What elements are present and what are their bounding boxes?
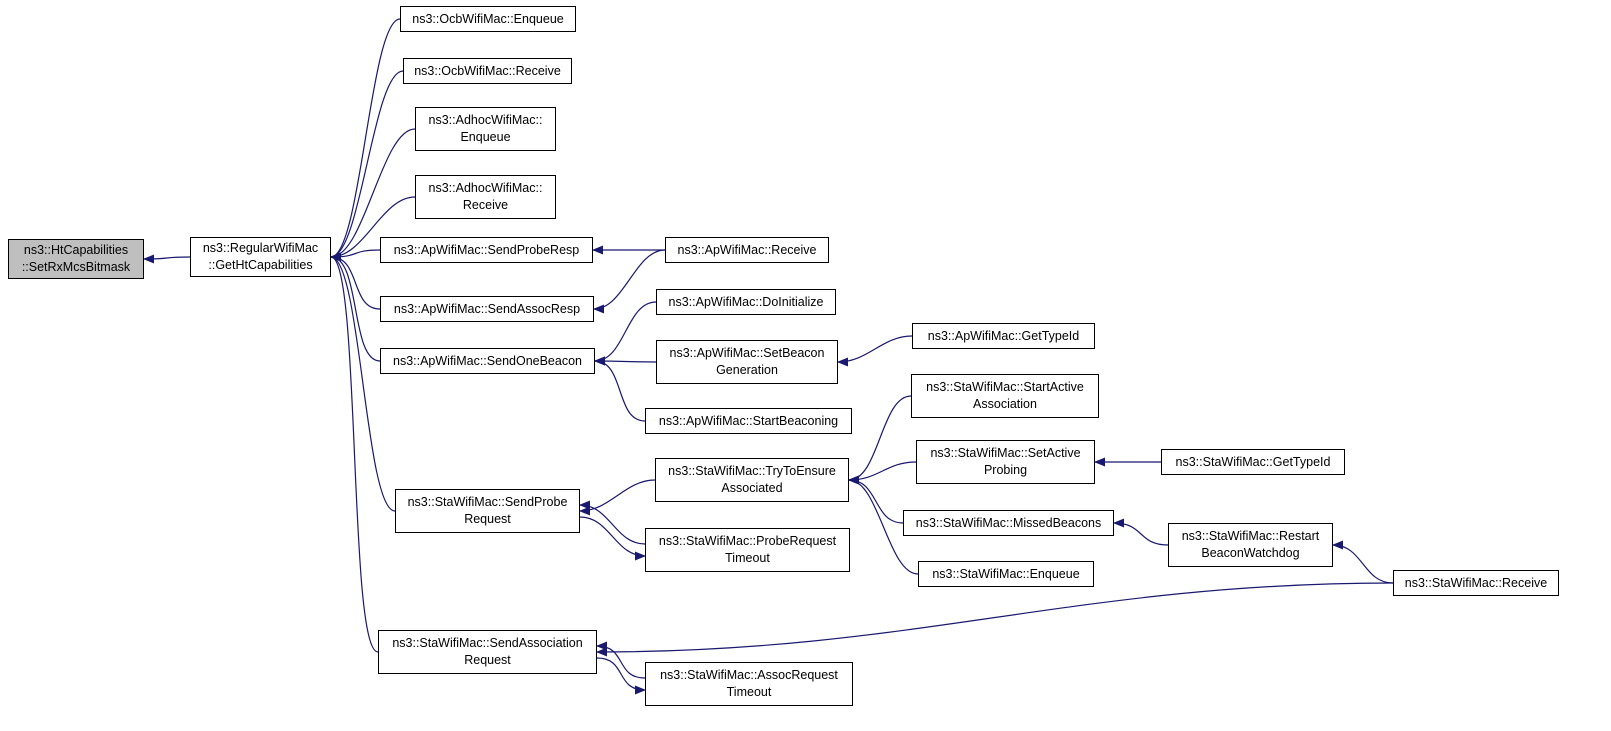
node-ocb-enqueue[interactable]: ns3::OcbWifiMac::Enqueue: [400, 6, 576, 32]
node-adhoc-receive[interactable]: ns3::AdhocWifiMac:: Receive: [415, 175, 556, 219]
node-sta-missed-beacons[interactable]: ns3::StaWifiMac::MissedBeacons: [903, 510, 1114, 536]
edge-ap-get-type-id-to-ap-set-beacon-generation: [837, 335, 913, 367]
node-ap-get-type-id[interactable]: ns3::ApWifiMac::GetTypeId: [912, 323, 1095, 349]
edge-adhoc-enqueue-to-regular-get-ht-capabilities: [330, 128, 416, 262]
edge-regular-get-ht-capabilities-to-ht-set-rx-mcs-bitmask: [143, 254, 191, 264]
node-sta-get-type-id[interactable]: ns3::StaWifiMac::GetTypeId: [1161, 449, 1345, 475]
node-sta-send-association-request[interactable]: ns3::StaWifiMac::SendAssociation Request: [378, 630, 597, 674]
edge-sta-missed-beacons-to-sta-try-to-ensure-associated: [848, 475, 904, 524]
edge-sta-probe-request-timeout-to-sta-send-probe-request: [579, 500, 646, 545]
edge-adhoc-receive-to-regular-get-ht-capabilities: [330, 196, 416, 262]
edge-ap-send-one-beacon-to-regular-get-ht-capabilities: [330, 252, 381, 362]
edge-ap-start-beaconing-to-ap-send-one-beacon: [594, 356, 646, 422]
node-sta-assoc-request-timeout[interactable]: ns3::StaWifiMac::AssocRequest Timeout: [645, 662, 853, 706]
edge-sta-try-to-ensure-associated-to-sta-send-probe-request: [579, 479, 656, 516]
edge-ocb-enqueue-to-regular-get-ht-capabilities: [330, 18, 401, 262]
edge-ap-set-beacon-generation-to-ap-send-one-beacon: [594, 356, 657, 366]
node-ap-send-probe-resp[interactable]: ns3::ApWifiMac::SendProbeResp: [380, 237, 593, 263]
node-ocb-receive[interactable]: ns3::OcbWifiMac::Receive: [403, 58, 572, 84]
edge-sta-start-active-association-to-sta-try-to-ensure-associated: [848, 395, 912, 485]
node-sta-receive[interactable]: ns3::StaWifiMac::Receive: [1393, 570, 1559, 596]
edge-sta-restart-beacon-watchdog-to-sta-missed-beacons: [1113, 518, 1169, 546]
node-ht-set-rx-mcs-bitmask: ns3::HtCapabilities ::SetRxMcsBitmask: [8, 239, 144, 279]
edge-sta-assoc-request-timeout-to-sta-send-association-request: [596, 641, 646, 679]
node-ap-send-assoc-resp[interactable]: ns3::ApWifiMac::SendAssocResp: [380, 296, 594, 322]
node-sta-start-active-association[interactable]: ns3::StaWifiMac::StartActive Association: [911, 374, 1099, 418]
node-adhoc-enqueue[interactable]: ns3::AdhocWifiMac:: Enqueue: [415, 107, 556, 151]
edge-sta-send-probe-request-to-sta-probe-request-timeout: [579, 516, 646, 561]
node-sta-restart-beacon-watchdog[interactable]: ns3::StaWifiMac::Restart BeaconWatchdog: [1168, 523, 1333, 567]
node-sta-enqueue[interactable]: ns3::StaWifiMac::Enqueue: [918, 561, 1094, 587]
edge-sta-send-association-request-to-sta-assoc-request-timeout: [596, 657, 646, 695]
edge-ocb-receive-to-regular-get-ht-capabilities: [330, 70, 404, 262]
node-sta-set-active-probing[interactable]: ns3::StaWifiMac::SetActive Probing: [916, 440, 1095, 484]
edge-sta-enqueue-to-sta-try-to-ensure-associated: [848, 475, 919, 575]
edge-ap-receive-to-ap-send-assoc-resp: [593, 249, 666, 314]
node-ap-set-beacon-generation[interactable]: ns3::ApWifiMac::SetBeacon Generation: [656, 340, 838, 384]
node-sta-try-to-ensure-associated[interactable]: ns3::StaWifiMac::TryToEnsure Associated: [655, 458, 849, 502]
node-ap-send-one-beacon[interactable]: ns3::ApWifiMac::SendOneBeacon: [380, 348, 595, 374]
node-regular-get-ht-capabilities[interactable]: ns3::RegularWifiMac ::GetHtCapabilities: [190, 237, 331, 277]
edge-sta-send-probe-request-to-regular-get-ht-capabilities: [330, 252, 396, 512]
edge-sta-set-active-probing-to-sta-try-to-ensure-associated: [848, 461, 917, 485]
edge-ap-do-initialize-to-ap-send-one-beacon: [594, 301, 657, 366]
edge-sta-receive-to-sta-restart-beacon-watchdog: [1332, 540, 1394, 584]
node-sta-send-probe-request[interactable]: ns3::StaWifiMac::SendProbe Request: [395, 489, 580, 533]
node-ap-start-beaconing[interactable]: ns3::ApWifiMac::StartBeaconing: [645, 408, 852, 434]
edge-sta-send-association-request-to-regular-get-ht-capabilities: [330, 252, 379, 653]
edge-ap-send-assoc-resp-to-regular-get-ht-capabilities: [330, 252, 381, 310]
node-ap-do-initialize[interactable]: ns3::ApWifiMac::DoInitialize: [656, 289, 836, 315]
node-ap-receive[interactable]: ns3::ApWifiMac::Receive: [665, 237, 829, 263]
node-sta-probe-request-timeout[interactable]: ns3::StaWifiMac::ProbeRequest Timeout: [645, 528, 850, 572]
edge-sta-receive-to-sta-send-association-request: [596, 582, 1394, 657]
